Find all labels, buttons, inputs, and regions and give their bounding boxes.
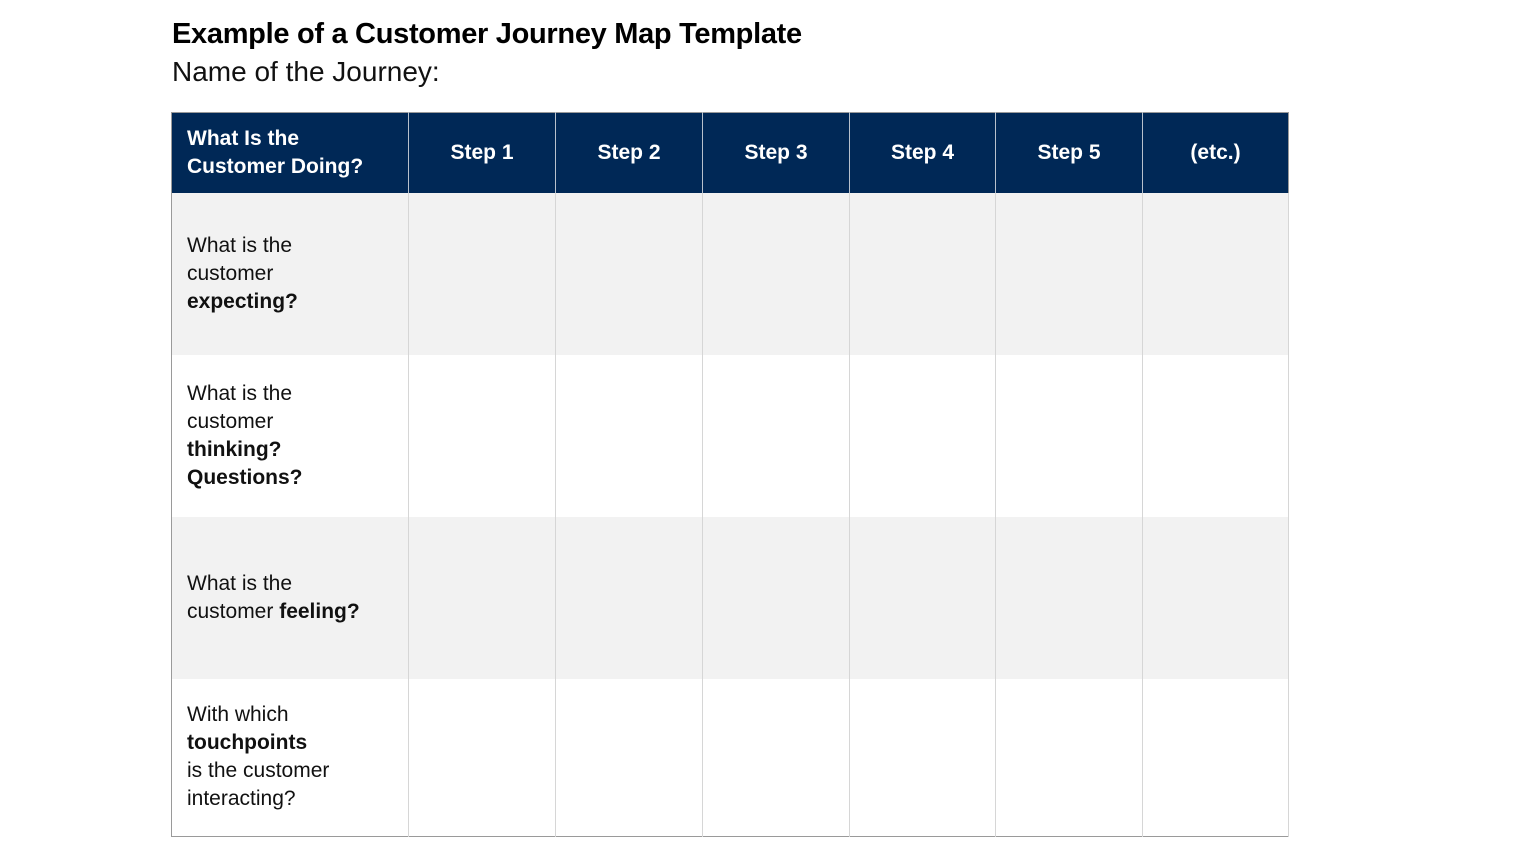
label-text: customer xyxy=(187,262,274,285)
label-text: What is the xyxy=(187,234,293,257)
page-title: Example of a Customer Journey Map Templa… xyxy=(172,18,802,50)
cell[interactable] xyxy=(555,517,703,679)
cell[interactable] xyxy=(1142,193,1289,355)
header-step-2: Step 2 xyxy=(555,112,703,193)
header-etc: (etc.) xyxy=(1142,112,1289,193)
header-step-3: Step 3 xyxy=(702,112,850,193)
header-line: Customer Doing? xyxy=(187,155,364,178)
label-text: What is the xyxy=(187,572,293,595)
cell[interactable] xyxy=(1142,355,1289,517)
row-expecting: What is the customer expecting? xyxy=(171,193,1289,355)
cell[interactable] xyxy=(702,355,850,517)
cell[interactable] xyxy=(555,679,703,836)
row-touchpoints: With which touchpoints is the customer i… xyxy=(171,679,1289,836)
row-label: What is the customer feeling? xyxy=(171,517,409,679)
cell[interactable] xyxy=(408,517,556,679)
header-step-5: Step 5 xyxy=(995,112,1143,193)
journey-name-label: Name of the Journey: xyxy=(172,56,440,87)
cell[interactable] xyxy=(702,679,850,836)
label-emphasis: thinking? xyxy=(187,438,282,461)
header-step-4: Step 4 xyxy=(849,112,996,193)
cell[interactable] xyxy=(408,355,556,517)
label-text: With which xyxy=(187,703,289,727)
cell[interactable] xyxy=(555,193,703,355)
label-text: What is the xyxy=(187,382,293,405)
row-label: What is the customer thinking? Questions… xyxy=(171,355,409,517)
header-step-1: Step 1 xyxy=(408,112,556,193)
cell[interactable] xyxy=(995,193,1143,355)
label-text: interacting? xyxy=(187,787,296,811)
cell[interactable] xyxy=(1142,517,1289,679)
cell[interactable] xyxy=(1142,679,1289,836)
cell[interactable] xyxy=(555,355,703,517)
cell[interactable] xyxy=(995,517,1143,679)
row-thinking: What is the customer thinking? Questions… xyxy=(171,355,1289,517)
cell[interactable] xyxy=(849,517,996,679)
label-text: customer xyxy=(187,410,274,433)
cell[interactable] xyxy=(849,193,996,355)
label-emphasis: touchpoints xyxy=(187,731,308,755)
cell[interactable] xyxy=(702,517,850,679)
label-emphasis: Questions? xyxy=(187,466,303,489)
label-emphasis: feeling? xyxy=(279,600,360,623)
cell[interactable] xyxy=(408,193,556,355)
row-label: With which touchpoints is the customer i… xyxy=(171,679,409,836)
cell[interactable] xyxy=(995,355,1143,517)
label-emphasis: expecting? xyxy=(187,290,298,313)
cell[interactable] xyxy=(995,679,1143,836)
row-label: What is the customer expecting? xyxy=(171,193,409,355)
label-text: customer xyxy=(187,600,280,623)
label-text: is the customer xyxy=(187,759,330,783)
row-feeling: What is the customer feeling? xyxy=(171,517,1289,679)
cell[interactable] xyxy=(849,355,996,517)
cell[interactable] xyxy=(849,679,996,836)
cell[interactable] xyxy=(408,679,556,836)
cell[interactable] xyxy=(702,193,850,355)
header-line: What Is the xyxy=(187,127,300,150)
